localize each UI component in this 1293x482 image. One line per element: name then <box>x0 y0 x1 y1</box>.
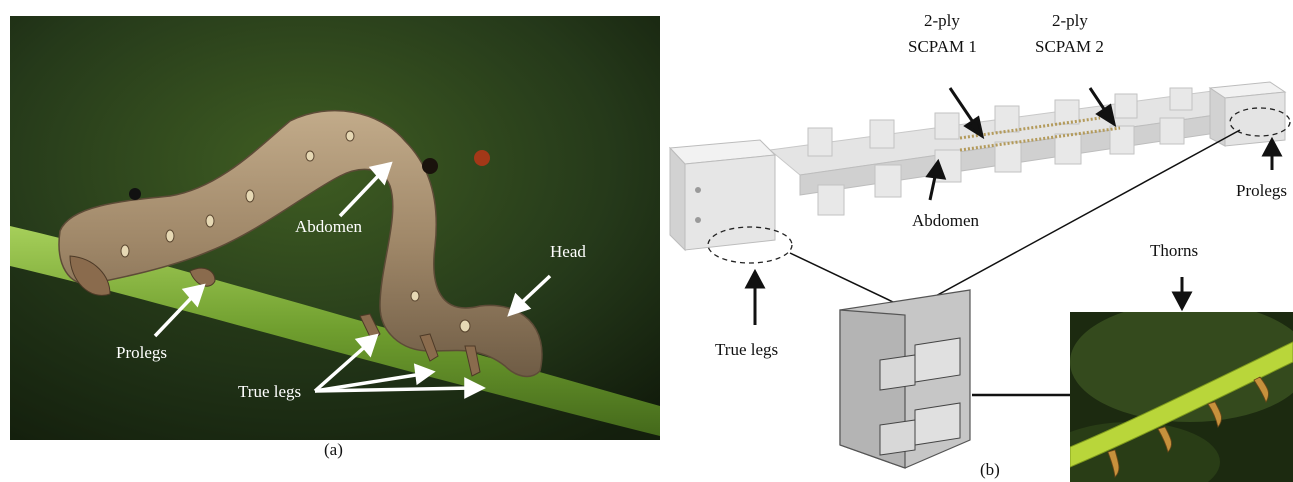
label-prolegs-b: Prolegs <box>1236 181 1287 200</box>
rear-end-block <box>1210 82 1285 146</box>
label-true-legs-b: True legs <box>715 340 778 359</box>
front-end-block <box>670 140 775 250</box>
label-head: Head <box>550 242 586 261</box>
label-scpam1-line2: SCPAM 1 <box>908 37 977 56</box>
label-true-legs-a: True legs <box>238 382 301 401</box>
caption-b: (b) <box>980 460 1000 479</box>
label-abdomen-b: Abdomen <box>912 211 980 230</box>
label-scpam2-line1: 2-ply <box>1052 11 1088 30</box>
label-scpam2-line2: SCPAM 2 <box>1035 37 1104 56</box>
dorsal-spot-1 <box>129 188 141 200</box>
dorsal-spot-2 <box>422 158 438 174</box>
thorn-block <box>840 290 970 468</box>
caterpillar-photo: Abdomen Head Prolegs True legs <box>10 16 660 440</box>
label-scpam1-line1: 2-ply <box>924 11 960 30</box>
dorsal-spot-3 <box>474 150 490 166</box>
thorn-photo-svg <box>1070 312 1293 482</box>
caterpillar-photo-svg: Abdomen Head Prolegs True legs <box>10 16 660 440</box>
label-prolegs-a: Prolegs <box>116 343 167 362</box>
caption-a: (a) <box>324 440 343 460</box>
label-abdomen-a: Abdomen <box>295 217 363 236</box>
thorn-photo <box>1070 312 1293 482</box>
label-thorns: Thorns <box>1150 241 1198 260</box>
